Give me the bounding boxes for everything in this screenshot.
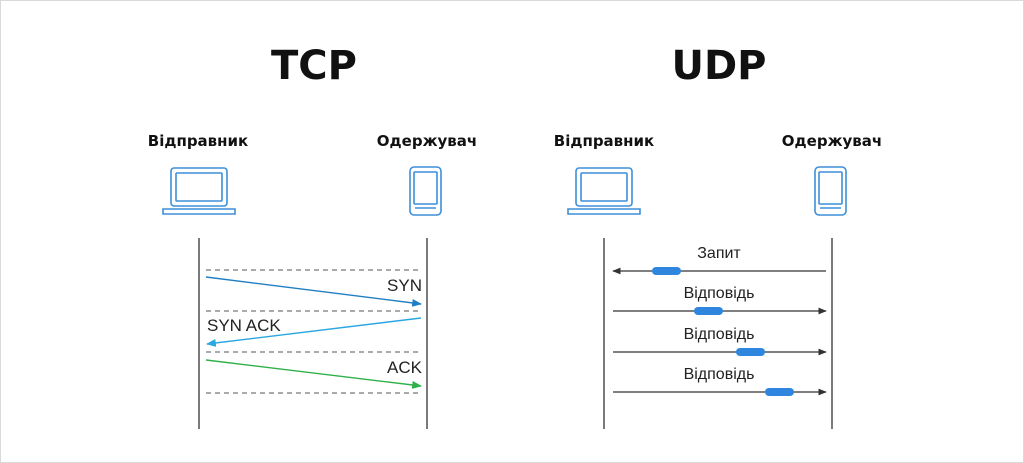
request-label: Запит — [697, 245, 741, 262]
syn-ack-label: SYN ACK — [207, 316, 281, 335]
ack-label: ACK — [387, 358, 423, 377]
response-packet-3 — [765, 388, 794, 396]
response-label-2: Відповідь — [684, 326, 755, 343]
tcp-sender-label: Відправник — [148, 132, 248, 150]
syn-label: SYN — [387, 276, 422, 295]
ack-arrow — [205, 359, 422, 389]
laptop-icon — [567, 167, 641, 215]
response-label-3: Відповідь — [684, 366, 755, 383]
phone-icon — [409, 166, 442, 216]
udp-sender-label: Відправник — [554, 132, 654, 150]
syn-arrow — [205, 276, 422, 307]
udp-section: UDP Відправник Одержувач Запит Відповідь… — [554, 43, 882, 429]
response-label-1: Відповідь — [684, 285, 755, 302]
laptop-icon — [162, 167, 236, 215]
udp-receiver-label: Одержувач — [782, 132, 882, 150]
response-packet-2 — [736, 348, 765, 356]
tcp-section: TCP Відправник Одержувач SYN — [148, 43, 477, 429]
tcp-title: TCP — [271, 43, 357, 89]
request-packet — [652, 267, 681, 275]
phone-icon — [814, 166, 847, 216]
syn-ack-arrow — [206, 317, 422, 347]
udp-title: UDP — [672, 43, 767, 89]
response-packet-1 — [694, 307, 723, 315]
tcp-receiver-label: Одержувач — [377, 132, 477, 150]
